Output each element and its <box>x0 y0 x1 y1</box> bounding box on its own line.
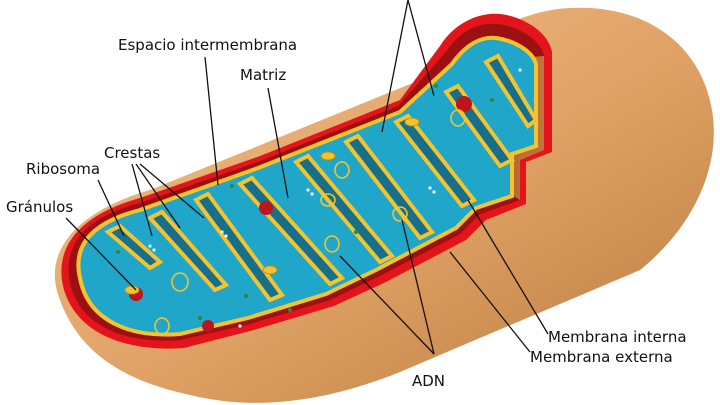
label-ribosoma: Ribosoma <box>26 160 100 178</box>
ribosome <box>288 308 292 312</box>
leader-top-b <box>407 0 435 97</box>
ribosome <box>198 316 202 320</box>
label-membrana-interna: Membrana interna <box>548 328 687 346</box>
label-crestas: Crestas <box>104 144 160 162</box>
leader-ribosoma <box>97 179 125 237</box>
leader-crestas-a <box>131 163 153 237</box>
label-espacio-intermembrana: Espacio intermembrana <box>118 36 297 54</box>
ribosome <box>230 184 234 188</box>
speckle <box>224 234 228 238</box>
speckle <box>220 230 224 234</box>
leader-membrana-interna <box>467 199 549 335</box>
crista-6 <box>342 133 436 241</box>
droplet <box>262 265 278 275</box>
leader-adn-b <box>401 219 435 355</box>
leader-espacio <box>204 56 219 186</box>
speckle <box>432 190 436 194</box>
ribosome <box>354 230 358 234</box>
speckles <box>148 68 522 328</box>
granule <box>202 320 214 332</box>
crista-7 <box>392 113 478 209</box>
dna-ring <box>392 206 408 222</box>
granules <box>129 96 472 332</box>
speckle <box>518 68 522 72</box>
ribosome <box>116 250 120 254</box>
granule <box>259 201 273 215</box>
ribosome <box>434 84 438 88</box>
leader-adn-a <box>339 255 435 355</box>
crista-5 <box>292 153 396 265</box>
leader-lines <box>65 0 549 355</box>
speckle <box>152 248 156 252</box>
dna-ring <box>324 235 340 253</box>
dna-ring <box>154 317 170 335</box>
leader-granulos <box>65 217 137 291</box>
granule <box>456 96 472 112</box>
label-granulos: Gránulos <box>6 198 73 216</box>
speckle <box>148 244 152 248</box>
ribosome <box>490 98 494 102</box>
label-adn: ADN <box>412 372 445 390</box>
speckle <box>310 192 314 196</box>
crista-9 <box>483 53 539 129</box>
dna-rings <box>154 109 466 335</box>
dna-ring <box>450 109 466 127</box>
droplets <box>124 117 420 295</box>
dna-ring <box>334 161 350 179</box>
dna-ring <box>171 272 189 292</box>
label-matriz: Matriz <box>240 66 286 84</box>
label-membrana-externa: Membrana externa <box>530 348 673 366</box>
leader-crestas-b <box>135 163 181 229</box>
crista-3 <box>192 191 286 303</box>
crista-1 <box>104 223 164 271</box>
droplet <box>320 151 336 161</box>
leader-crestas-c <box>139 163 205 219</box>
leader-top-a <box>381 0 409 133</box>
crista-2 <box>146 209 230 293</box>
speckle <box>238 324 242 328</box>
leader-membrana-externa <box>449 251 531 353</box>
leader-matriz <box>267 87 289 199</box>
droplet <box>404 117 420 127</box>
ribosome <box>244 294 248 298</box>
dna-ring <box>320 193 336 207</box>
speckle <box>428 186 432 190</box>
droplet <box>124 285 140 295</box>
ribosomes <box>116 84 494 320</box>
speckle <box>306 188 310 192</box>
